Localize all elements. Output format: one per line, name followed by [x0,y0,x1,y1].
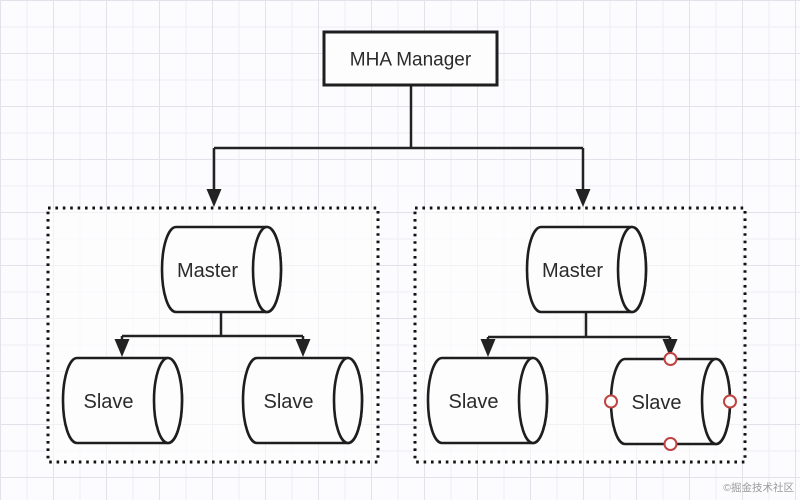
node-mha-manager[interactable]: MHA Manager [322,30,499,87]
slave-1a-label: Slave [83,391,133,413]
selection-handle-bottom[interactable] [663,437,678,451]
connector-master2-to-slaves [486,312,672,340]
arrowhead-to-slave-1a [114,339,130,357]
node-slave-1b[interactable]: Slave [241,356,364,445]
node-slave-2a[interactable]: Slave [426,356,549,445]
mha-manager-label: MHA Manager [350,50,472,71]
watermark: ©掘金技术社区 [723,481,794,494]
arrowhead-to-slave-1b [295,339,311,357]
slave-1b-label: Slave [263,391,313,413]
node-master-1[interactable]: Master [160,225,283,314]
arrowhead-to-slave-2a [480,339,496,357]
connector-master1-to-slaves [120,312,305,340]
arrowhead-to-cluster-1 [206,189,222,207]
selection-handle-right[interactable] [723,394,737,409]
slave-2a-label: Slave [448,391,498,413]
selection-handle-left[interactable] [604,394,618,409]
node-slave-2b-selected[interactable]: Slave [604,352,737,451]
node-master-2[interactable]: Master [525,225,648,314]
arrowhead-to-slave-2b [662,339,678,357]
master-1-label: Master [177,260,238,282]
mha-manager-box[interactable] [322,30,499,87]
arrowhead-to-cluster-2 [575,189,591,207]
connector-manager-to-clusters [212,85,585,190]
slave-2b-label: Slave [631,392,681,414]
selection-handle-top[interactable] [663,352,678,366]
node-slave-1a[interactable]: Slave [61,356,184,445]
master-2-label: Master [542,260,603,282]
